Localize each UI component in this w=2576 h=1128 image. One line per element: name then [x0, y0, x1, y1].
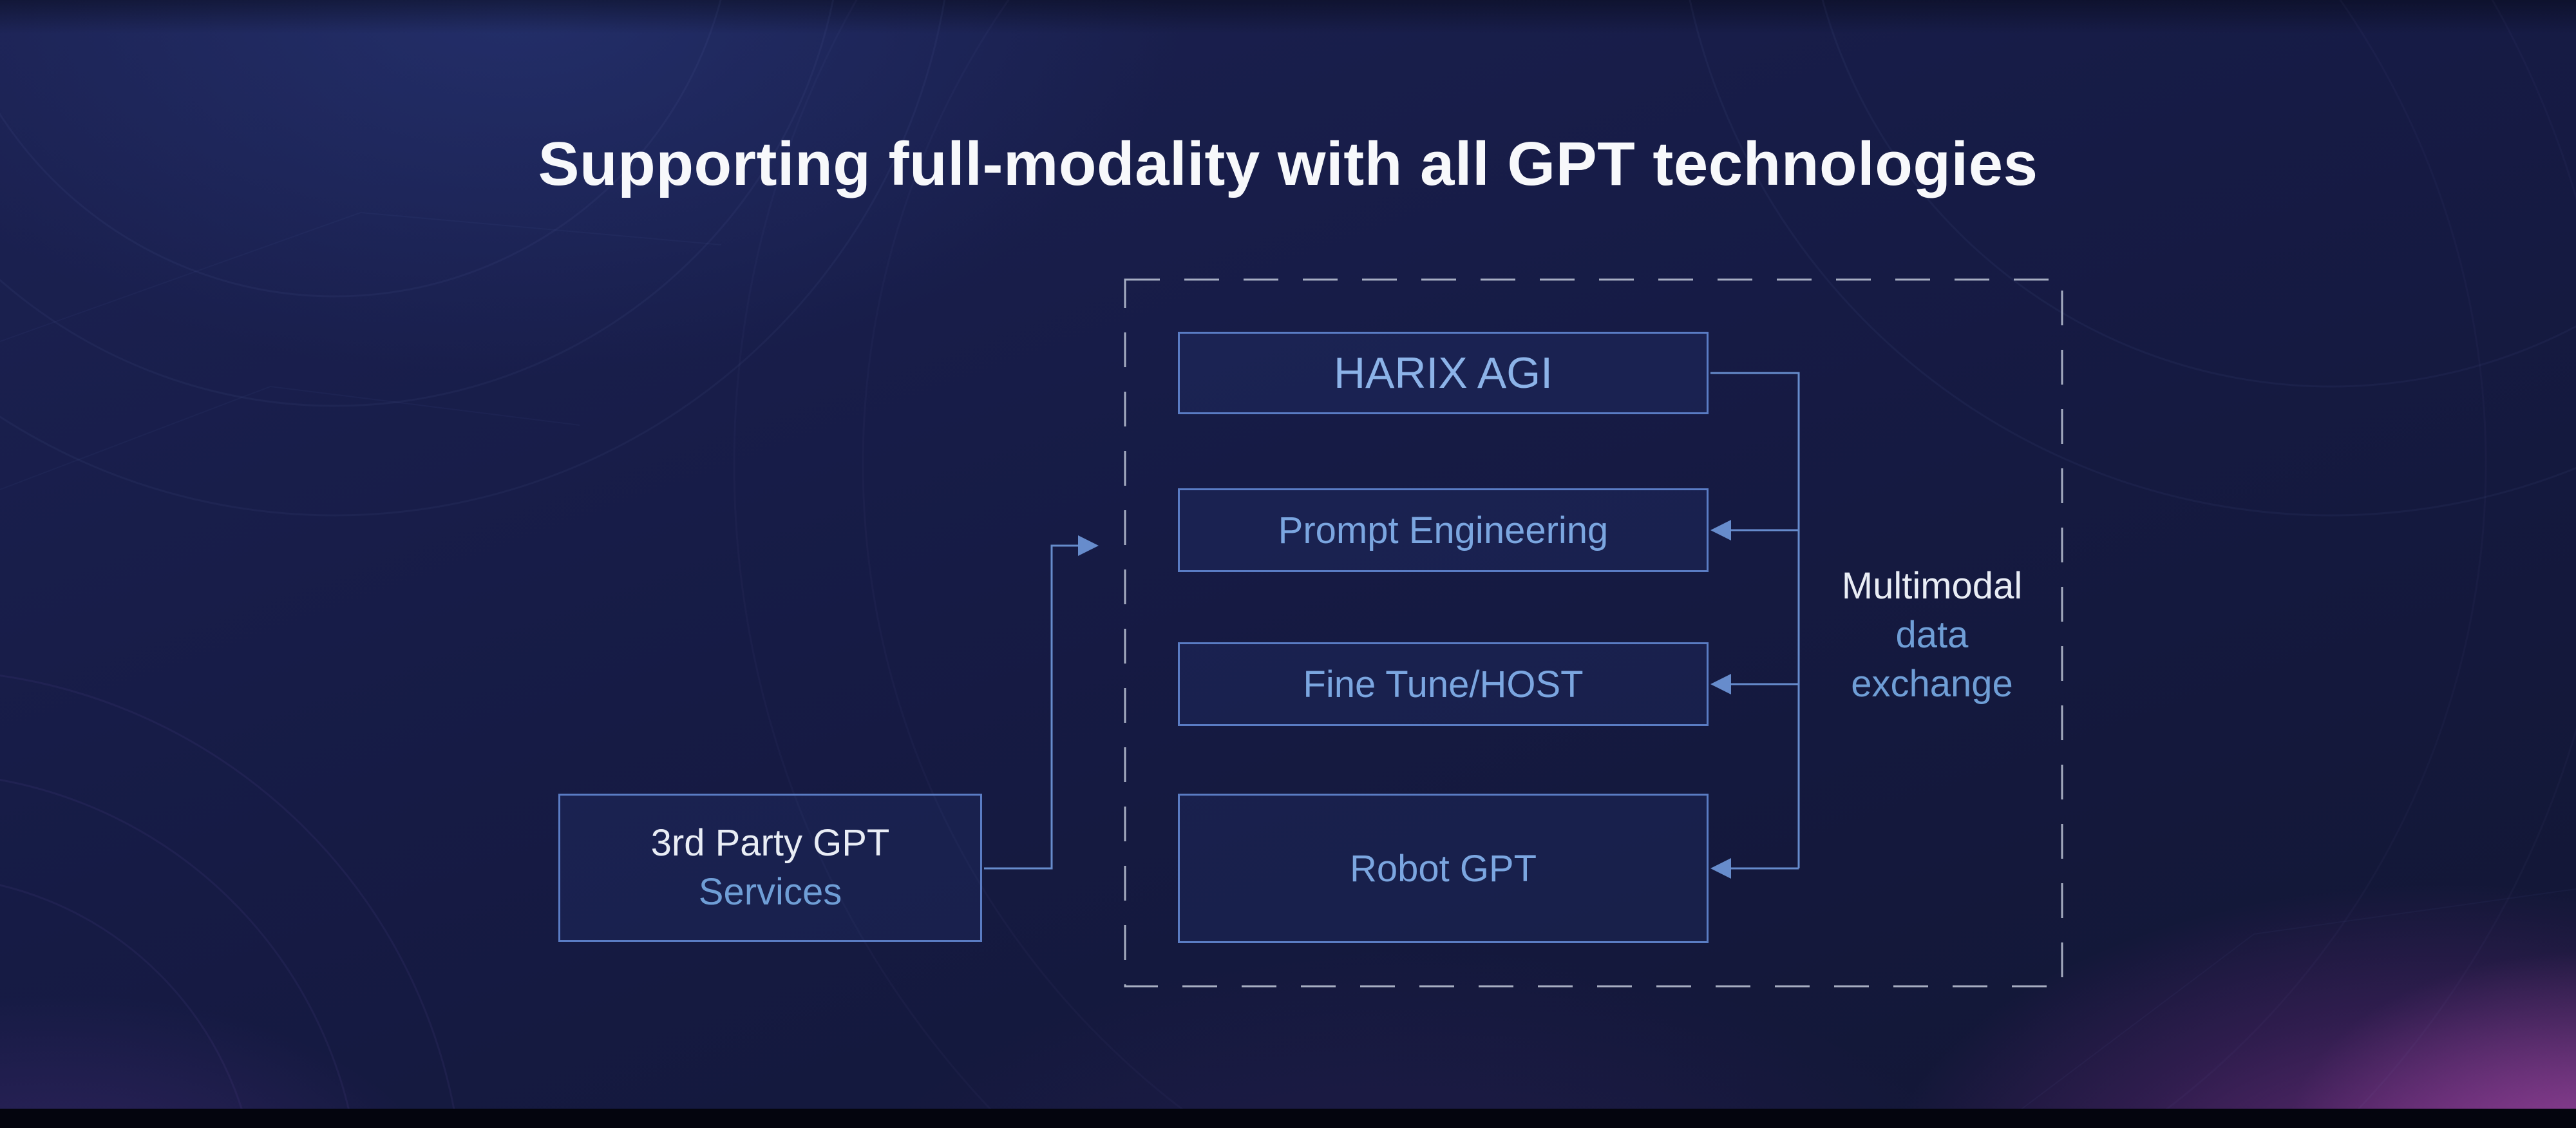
decor-line — [0, 385, 580, 490]
decor-circle — [733, 0, 2576, 1128]
arrowhead-robot-gpt — [1710, 858, 1731, 879]
multimodal-label-line2: data — [1895, 614, 1969, 656]
box-3rd-party-line1: 3rd Party GPT — [650, 822, 890, 864]
box-fine-tune-host-label: Fine Tune/HOST — [1303, 663, 1584, 705]
slide-title: Supporting full-modality with all GPT te… — [538, 129, 2038, 198]
decor-circle — [0, 0, 722, 298]
box-harix-agi: HARIX AGI — [1178, 332, 1709, 414]
decor-circle — [0, 0, 834, 407]
box-robot-gpt-label: Robot GPT — [1349, 847, 1537, 890]
arrowhead-fine-tune — [1710, 674, 1731, 694]
multimodal-data-exchange-label: Multimodal data exchange — [1810, 562, 2054, 709]
dashed-group-border — [1124, 278, 2063, 988]
decor-circle — [1689, 0, 2576, 517]
decor-line — [1996, 888, 2576, 1128]
arrowhead-into-container — [1078, 535, 1099, 556]
box-prompt-engineering: Prompt Engineering — [1178, 488, 1709, 572]
box-3rd-party-gpt-services: 3rd Party GPT Services — [558, 794, 982, 942]
box-harix-agi-label: HARIX AGI — [1333, 349, 1553, 397]
bottom-letterbox-bar — [0, 1109, 2576, 1128]
multimodal-label-line3: exchange — [1851, 663, 2013, 705]
box-3rd-party-line2: Services — [698, 871, 842, 913]
arrowhead-prompt-engineering — [1710, 520, 1731, 540]
box-robot-gpt: Robot GPT — [1178, 794, 1709, 943]
connector-harix-trunk — [1710, 372, 1800, 868]
decor-circle — [1821, 0, 2576, 388]
box-prompt-engineering-label: Prompt Engineering — [1278, 509, 1609, 551]
box-fine-tune-host: Fine Tune/HOST — [1178, 642, 1709, 726]
decor-circle — [862, 0, 2487, 1128]
decor-circle — [0, 0, 945, 517]
decor-line — [0, 211, 722, 342]
connector-from-3rd-party — [984, 544, 1079, 870]
multimodal-label-line1: Multimodal — [1841, 565, 2023, 607]
